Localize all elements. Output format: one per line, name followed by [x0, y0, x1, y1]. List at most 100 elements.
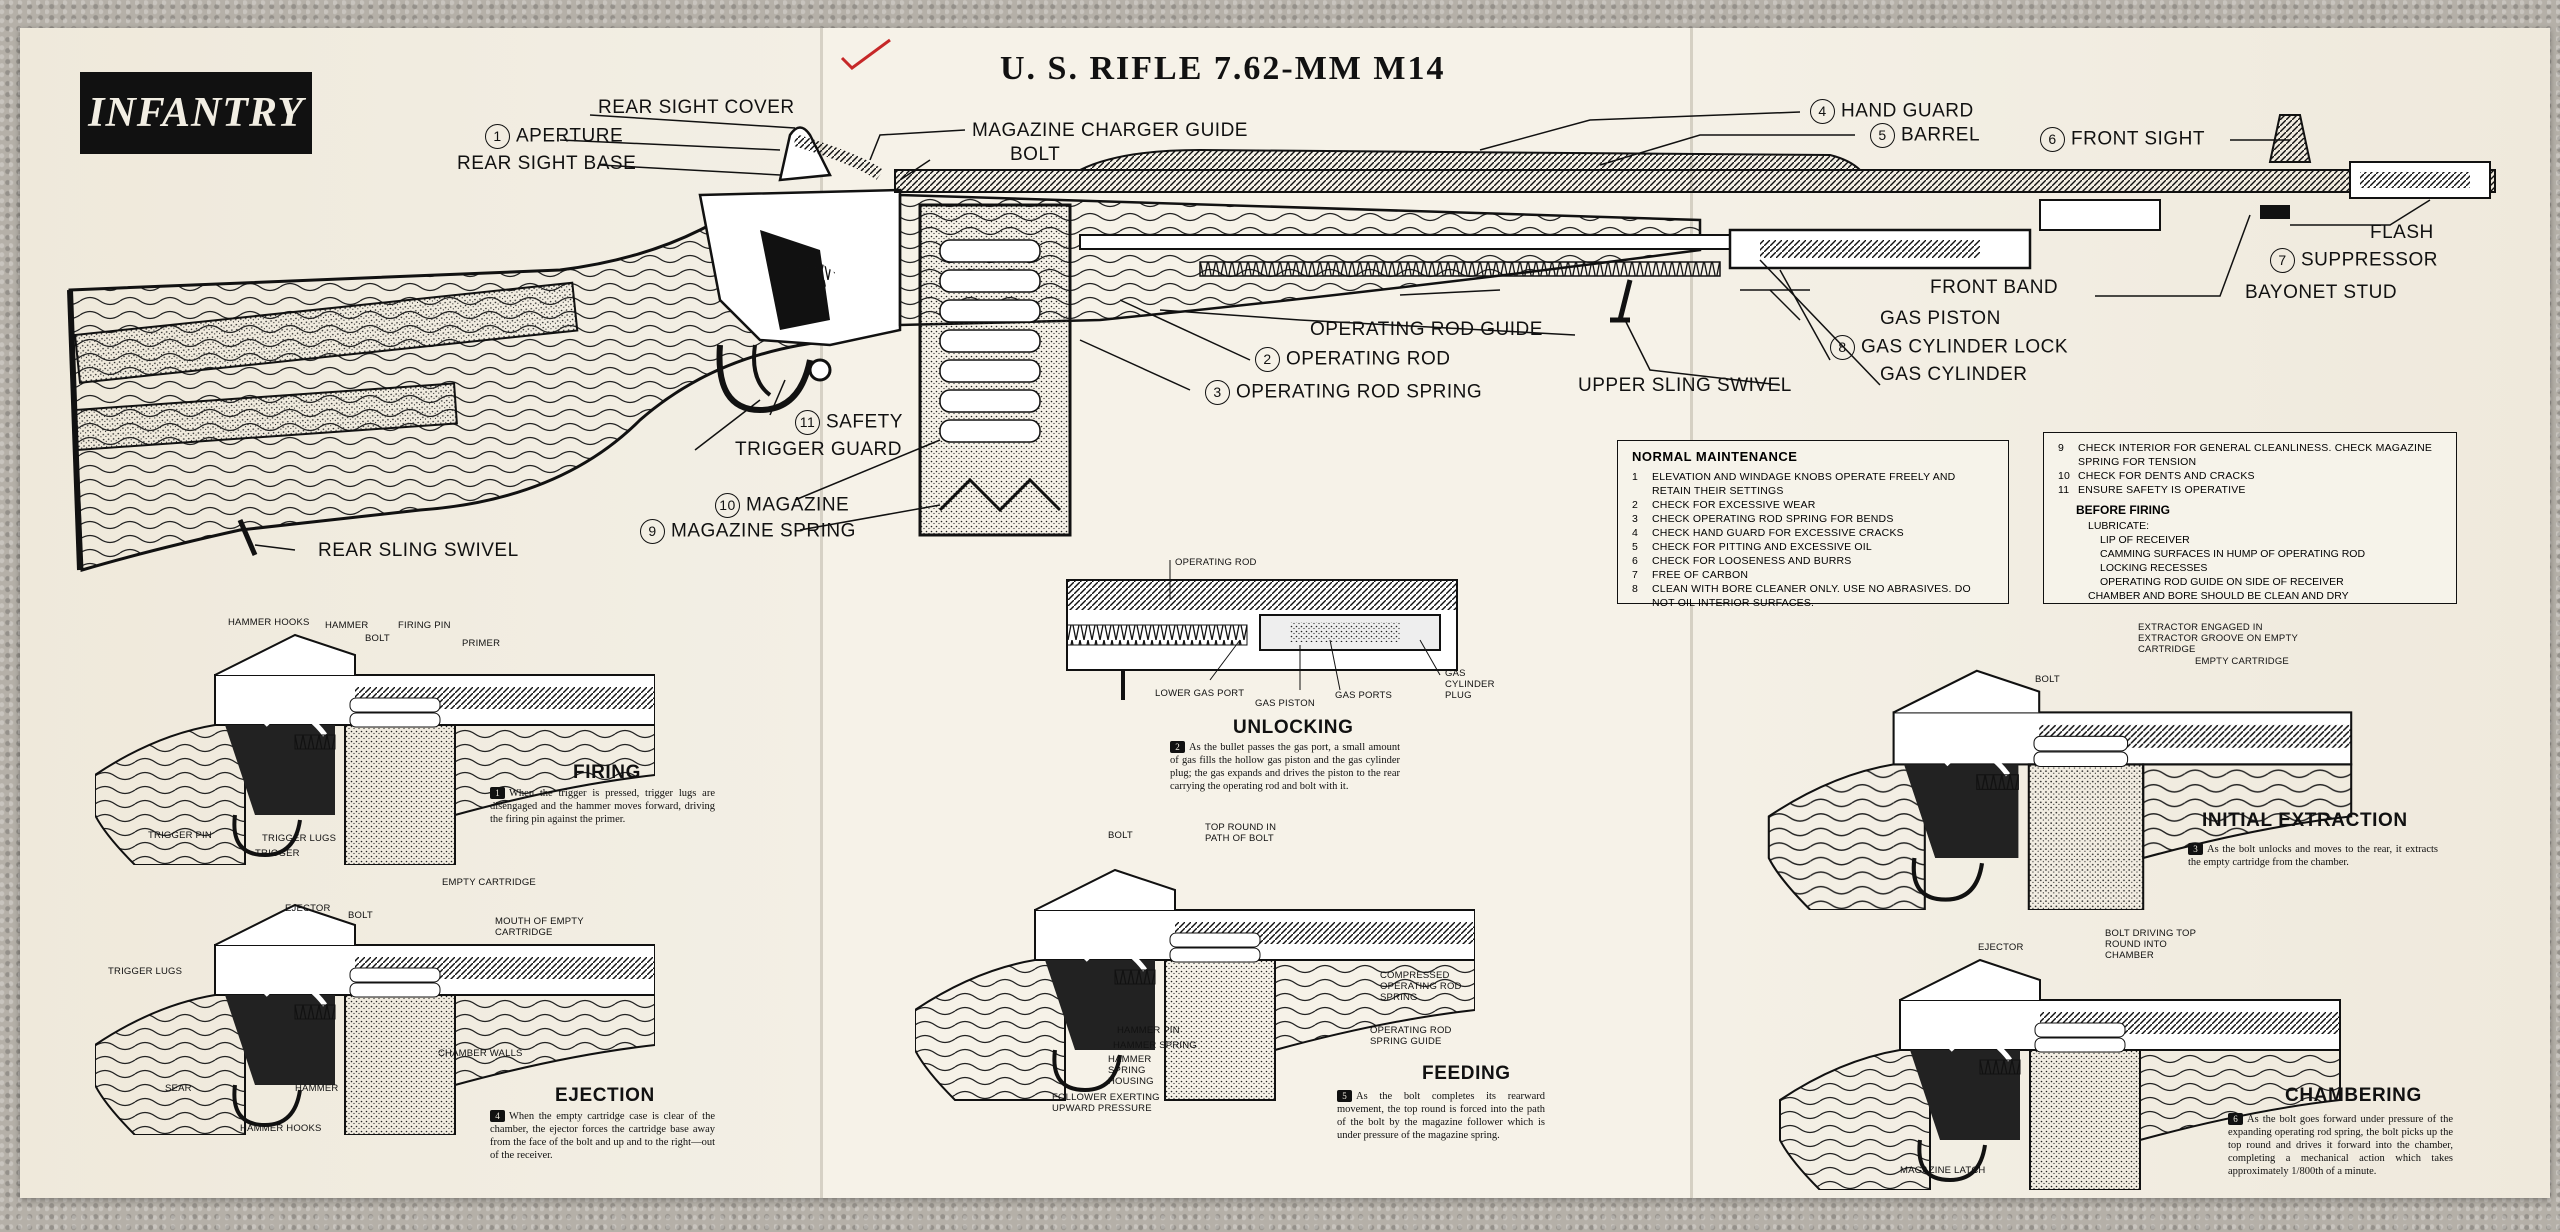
label-empty-cartridge: EMPTY CARTRIDGE: [442, 877, 536, 888]
label-trigger: TRIGGER: [255, 848, 300, 859]
label-bolt: BOLT: [1010, 144, 1061, 165]
number-badge: 10: [715, 493, 740, 518]
label-sear: SEAR: [165, 1083, 192, 1094]
label-rear-sling-swivel: REAR SLING SWIVEL: [318, 540, 519, 561]
label-bolt: BOLT: [2035, 674, 2060, 685]
label-hammer-hooks: HAMMER HOOKS: [228, 617, 310, 628]
section-title-initial-extraction: INITIAL EXTRACTION: [2202, 810, 2408, 831]
label-trigger-guard: TRIGGER GUARD: [735, 439, 902, 460]
label-magazine-charger-guide: MAGAZINE CHARGER GUIDE: [972, 120, 1248, 141]
label-hammer-spring: HAMMER SPRING: [1113, 1040, 1197, 1051]
list-item: LOCKING RECESSES: [2100, 562, 2208, 574]
label-bayonet-stud: BAYONET STUD: [2245, 282, 2398, 303]
label-hammer-pin: HAMMER PIN: [1117, 1025, 1180, 1036]
section-title-feeding: FEEDING: [1422, 1063, 1511, 1084]
label-operating-rod-guide: OPERATING ROD GUIDE: [1310, 319, 1543, 340]
label-ejector: EJECTOR: [285, 903, 331, 914]
label-gas-cylinder-plug: GAS CYLINDER PLUG: [1445, 668, 1495, 701]
label-gas-ports: GAS PORTS: [1335, 690, 1393, 701]
label-primer: PRIMER: [462, 638, 501, 649]
label-gas-cylinder: GAS CYLINDER: [1880, 364, 2028, 385]
number-badge: 9: [640, 519, 665, 544]
label-ejector: EJECTOR: [1978, 942, 2024, 953]
list-item: CAMMING SURFACES IN HUMP OF OPERATING RO…: [2100, 548, 2366, 560]
label-follower: FOLLOWER EXERTING UPWARD PRESSURE: [1052, 1092, 1160, 1114]
number-badge: 4: [1810, 99, 1835, 124]
label-lower-gas-port: LOWER GAS PORT: [1155, 688, 1245, 699]
list-item: OPERATING ROD GUIDE ON SIDE OF RECEIVER: [2100, 576, 2344, 588]
label-bolt: BOLT: [348, 910, 373, 921]
list-item: LUBRICATE:: [2088, 520, 2150, 532]
section-title-firing: FIRING: [573, 762, 641, 783]
label-hammer-hooks: HAMMER HOOKS: [240, 1123, 322, 1134]
label-magazine-latch: MAGAZINE LATCH: [1900, 1165, 1986, 1176]
label-operating-rod-spring-guide: OPERATING ROD SPRING GUIDE: [1370, 1025, 1452, 1047]
panel-center: [820, 28, 1690, 1198]
page-title: U. S. RIFLE 7.62-MM M14: [1000, 50, 1446, 87]
label-chamber-walls: CHAMBER WALLS: [438, 1048, 523, 1059]
label-bolt-driving: BOLT DRIVING TOP ROUND INTO CHAMBER: [2105, 928, 2197, 961]
section-title-ejection: EJECTION: [555, 1085, 655, 1106]
number-badge: 11: [795, 410, 820, 435]
number-badge: 8: [1830, 335, 1855, 360]
label-gas-piston: GAS PISTON: [1880, 308, 2001, 329]
label-trigger-lugs: TRIGGER LUGS: [262, 833, 337, 844]
number-badge: 5: [1870, 123, 1895, 148]
label-rear-sight-base: REAR SIGHT BASE: [457, 153, 637, 174]
section-title-unlocking: UNLOCKING: [1233, 717, 1354, 738]
list-item: CHAMBER AND BORE SHOULD BE CLEAN AND DRY: [2088, 590, 2349, 602]
fold-line: [1690, 28, 1693, 1198]
label-mouth-of-empty-cartridge: MOUTH OF EMPTY CARTRIDGE: [495, 916, 584, 938]
label-operating-rod: OPERATING ROD: [1175, 557, 1257, 568]
label-hammer: HAMMER: [295, 1083, 339, 1094]
panel-left: [20, 28, 820, 1198]
label-flash: FLASH: [2370, 222, 2434, 243]
label-bolt: BOLT: [1108, 830, 1133, 841]
label-hammer: HAMMER: [325, 620, 369, 631]
infantry-badge: INFANTRY: [80, 72, 312, 154]
label-top-round: TOP ROUND IN PATH OF BOLT: [1205, 822, 1277, 844]
panel-right: [1690, 28, 2550, 1198]
fold-line: [820, 28, 823, 1198]
check-mark-icon: [840, 38, 891, 70]
label-firing-pin: FIRING PIN: [398, 620, 451, 631]
label-rear-sight-cover: REAR SIGHT COVER: [598, 97, 795, 118]
number-badge: 6: [2040, 127, 2065, 152]
number-badge: 1: [485, 124, 510, 149]
label-trigger-lugs: TRIGGER LUGS: [108, 966, 183, 977]
label-upper-sling-swivel: UPPER SLING SWIVEL: [1578, 375, 1792, 396]
number-badge: 3: [1205, 380, 1230, 405]
number-badge: 7: [2270, 248, 2295, 273]
number-badge: 2: [1255, 347, 1280, 372]
list-item: LIP OF RECEIVER: [2100, 534, 2190, 546]
